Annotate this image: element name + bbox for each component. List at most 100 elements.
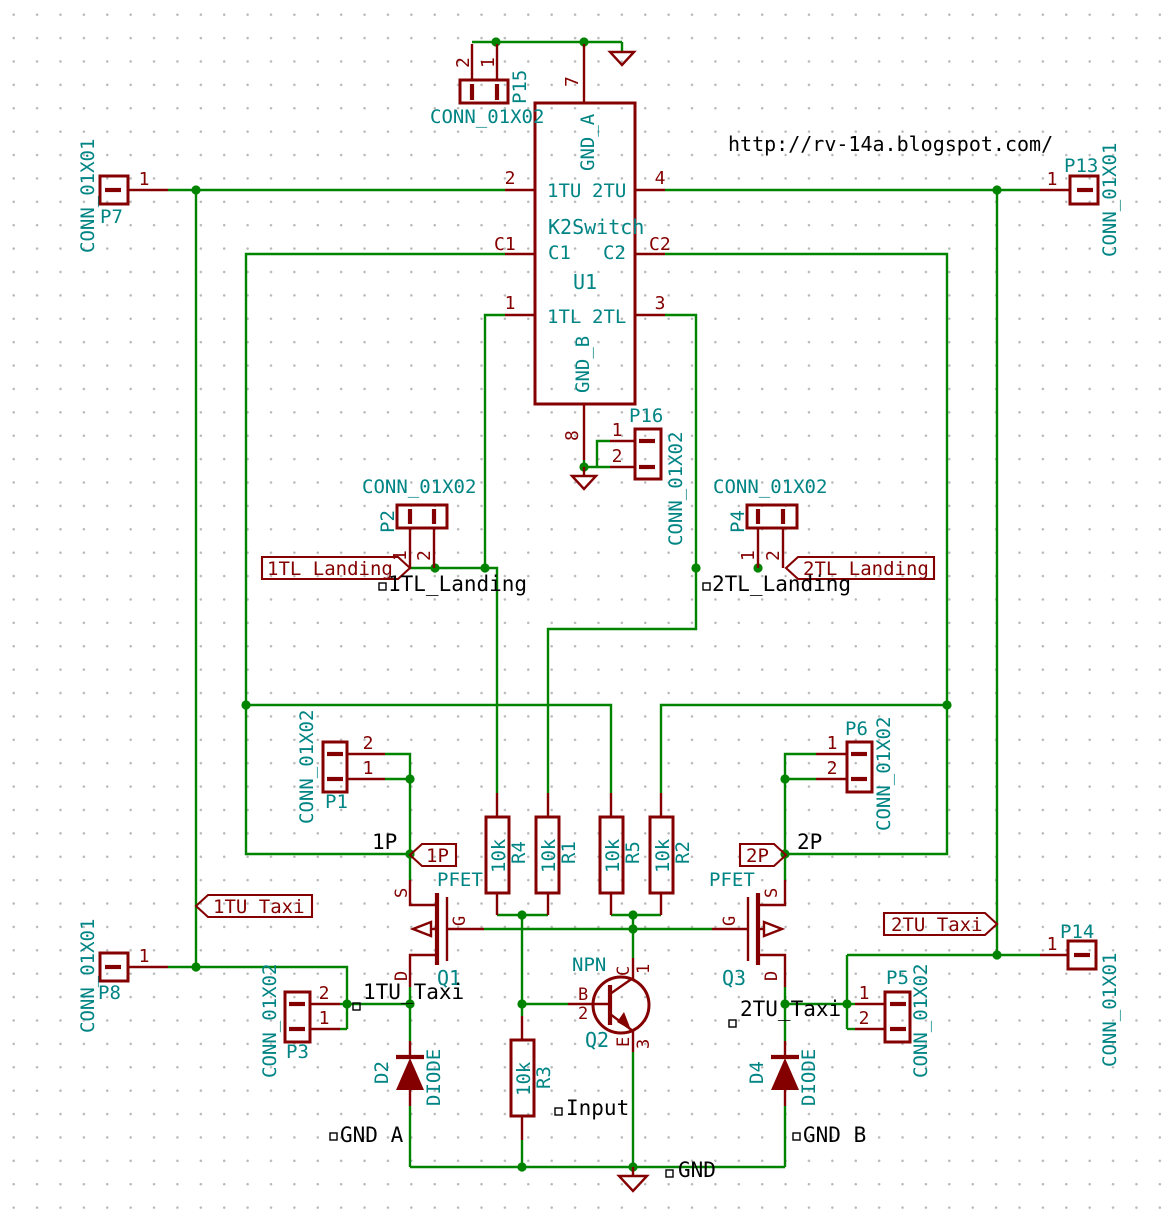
global-label-2tu-taxi[interactable]: 2TU_Taxi (882, 911, 999, 937)
q1-pin-s[interactable]: S (392, 888, 412, 898)
net-label-text[interactable]: GND A (340, 1123, 404, 1147)
u1-value[interactable]: K2Switch (548, 215, 644, 239)
p7-pin-num-1[interactable]: 1 (139, 169, 150, 190)
transistor-Q1[interactable]: PFET Q1 S G D (392, 869, 484, 990)
p4-pin-num-2[interactable]: 2 (763, 550, 784, 561)
connector-P15[interactable]: 2 1 P15 CONN_01X02 (430, 44, 544, 128)
r1-value[interactable]: 10k (538, 838, 560, 873)
junctions[interactable] (191, 37, 1002, 1172)
junction-dot[interactable] (842, 999, 852, 1009)
gnd-triangle[interactable] (607, 50, 637, 67)
q1-pin-d[interactable]: D (392, 971, 412, 981)
global-label-text[interactable]: 2P (746, 845, 769, 867)
q1-value[interactable]: PFET (437, 869, 483, 891)
u1-pin-name-2tl[interactable]: 2TL (592, 306, 626, 328)
net-label-1tu-taxi[interactable]: 1TU_Taxi (352, 980, 464, 1011)
global-label-shape[interactable] (260, 555, 412, 581)
connector-P7[interactable]: 1 P7 CONN_01X01 (77, 139, 168, 253)
u1-pin-num-4[interactable]: 4 (655, 168, 666, 189)
global-label-1tl-landing[interactable]: 1TL_Landing (260, 555, 412, 581)
d4-value[interactable]: DIODE (798, 1049, 820, 1106)
p3-pin-num-1[interactable]: 1 (319, 1008, 330, 1029)
wire[interactable] (783, 752, 816, 854)
p16-pin-num-2[interactable]: 2 (612, 446, 623, 467)
p1-value[interactable]: CONN_01X02 (296, 710, 318, 824)
q2-collector[interactable] (609, 958, 635, 995)
q2-pin-c[interactable]: C (614, 966, 634, 976)
global-label-text[interactable]: 1TL_Landing (267, 558, 393, 580)
p8-value[interactable]: CONN_01X01 (77, 919, 99, 1033)
gnd-symbol-top[interactable] (607, 50, 637, 67)
u1-pin-num-c2[interactable]: C2 (649, 234, 671, 255)
u1-pin-name-2tu[interactable]: 2TU (592, 180, 626, 202)
r4-value[interactable]: 10k (488, 838, 510, 873)
wire[interactable] (546, 313, 698, 793)
wire[interactable] (246, 703, 613, 793)
net-label-text[interactable]: GND (678, 1158, 716, 1182)
junction-dot[interactable] (241, 700, 251, 710)
q1-drain-tap[interactable] (408, 953, 437, 987)
d4-ref[interactable]: D4 (746, 1061, 768, 1084)
d4-triangle[interactable] (771, 1058, 799, 1090)
global-label-2p[interactable]: 2P (738, 842, 788, 868)
p3-ref[interactable]: P3 (286, 1041, 309, 1063)
junction-dot[interactable] (691, 563, 701, 573)
p5-value[interactable]: CONN_01X02 (910, 964, 932, 1078)
p5-ref[interactable]: P5 (886, 967, 909, 989)
q3-arrow[interactable] (762, 920, 786, 938)
u1-ref[interactable]: U1 (573, 270, 597, 294)
p5-pin-num-2[interactable]: 2 (859, 1008, 870, 1029)
u1-pin-num-8[interactable]: 8 (562, 430, 583, 441)
q1-ref[interactable]: Q1 (437, 966, 461, 990)
junction-dot[interactable] (342, 999, 352, 1009)
junction-dot[interactable] (628, 910, 638, 920)
p5-pin-num-1[interactable]: 1 (859, 983, 870, 1004)
p6-body[interactable] (845, 740, 874, 794)
p15-pin-num-1[interactable]: 1 (478, 57, 499, 68)
wire[interactable] (665, 252, 949, 856)
junction-dot[interactable] (992, 185, 1002, 195)
d2-value[interactable]: DIODE (423, 1049, 445, 1106)
gnd-symbol-p16[interactable] (569, 467, 599, 491)
resistor-R5[interactable]: 10k R5 (598, 793, 644, 915)
wire[interactable] (659, 703, 947, 793)
net-label-text[interactable]: Input (566, 1096, 629, 1120)
r1-ref[interactable]: R1 (558, 841, 580, 864)
junction-dot[interactable] (191, 962, 201, 972)
q1-pin-g[interactable]: G (450, 916, 470, 926)
u1-pin-name-1tl[interactable]: 1TL (547, 306, 581, 328)
q2-pin-e[interactable]: E (614, 1037, 634, 1047)
q3-drain-tap[interactable] (758, 953, 787, 987)
q2-pin-num-2[interactable]: 2 (578, 1004, 588, 1024)
q3-pin-g[interactable]: G (720, 916, 740, 926)
wire[interactable] (410, 566, 499, 793)
p14-ref[interactable]: P14 (1060, 921, 1094, 943)
q2-value[interactable]: NPN (572, 954, 606, 976)
r5-value[interactable]: 10k (602, 838, 624, 873)
p4-body[interactable] (745, 503, 799, 530)
q3-pin-s[interactable]: S (762, 888, 782, 898)
global-label-shape[interactable] (194, 893, 314, 919)
global-label-1p[interactable]: 1P (408, 842, 458, 868)
r2-ref[interactable]: R2 (672, 841, 694, 864)
net-label-gnd-a[interactable]: GND A (329, 1123, 404, 1147)
connector-P3[interactable]: 2 1 P3 CONN_01X02 (259, 964, 340, 1078)
gnd-triangle[interactable] (569, 474, 599, 491)
p2-pin-num-2[interactable]: 2 (414, 550, 435, 561)
p15-value[interactable]: CONN_01X02 (430, 106, 544, 128)
q2-pin-b[interactable]: B (578, 985, 588, 1005)
net-label-input[interactable]: Input (554, 1096, 629, 1120)
connector-P16[interactable]: 1 2 P16 CONN_01X02 (610, 405, 687, 546)
wire[interactable] (595, 439, 610, 467)
p8-pin-num-1[interactable]: 1 (139, 946, 150, 967)
connector-P4[interactable]: 1 2 P4 CONN_01X02 (713, 476, 827, 568)
u1-pin-name-gndb[interactable]: GND_B (572, 336, 594, 393)
p13-value[interactable]: CONN_01X01 (1099, 143, 1121, 257)
p1-pin-num-1[interactable]: 1 (363, 758, 374, 779)
resistor-R3[interactable]: 10k R3 (509, 1016, 555, 1140)
u1-pin-num-c1[interactable]: C1 (494, 234, 516, 255)
junction-dot[interactable] (992, 950, 1002, 960)
p1-body[interactable] (321, 740, 349, 794)
resistor-R4[interactable]: 10k R4 (484, 793, 530, 915)
net-label-1p[interactable]: 1P (372, 830, 397, 854)
